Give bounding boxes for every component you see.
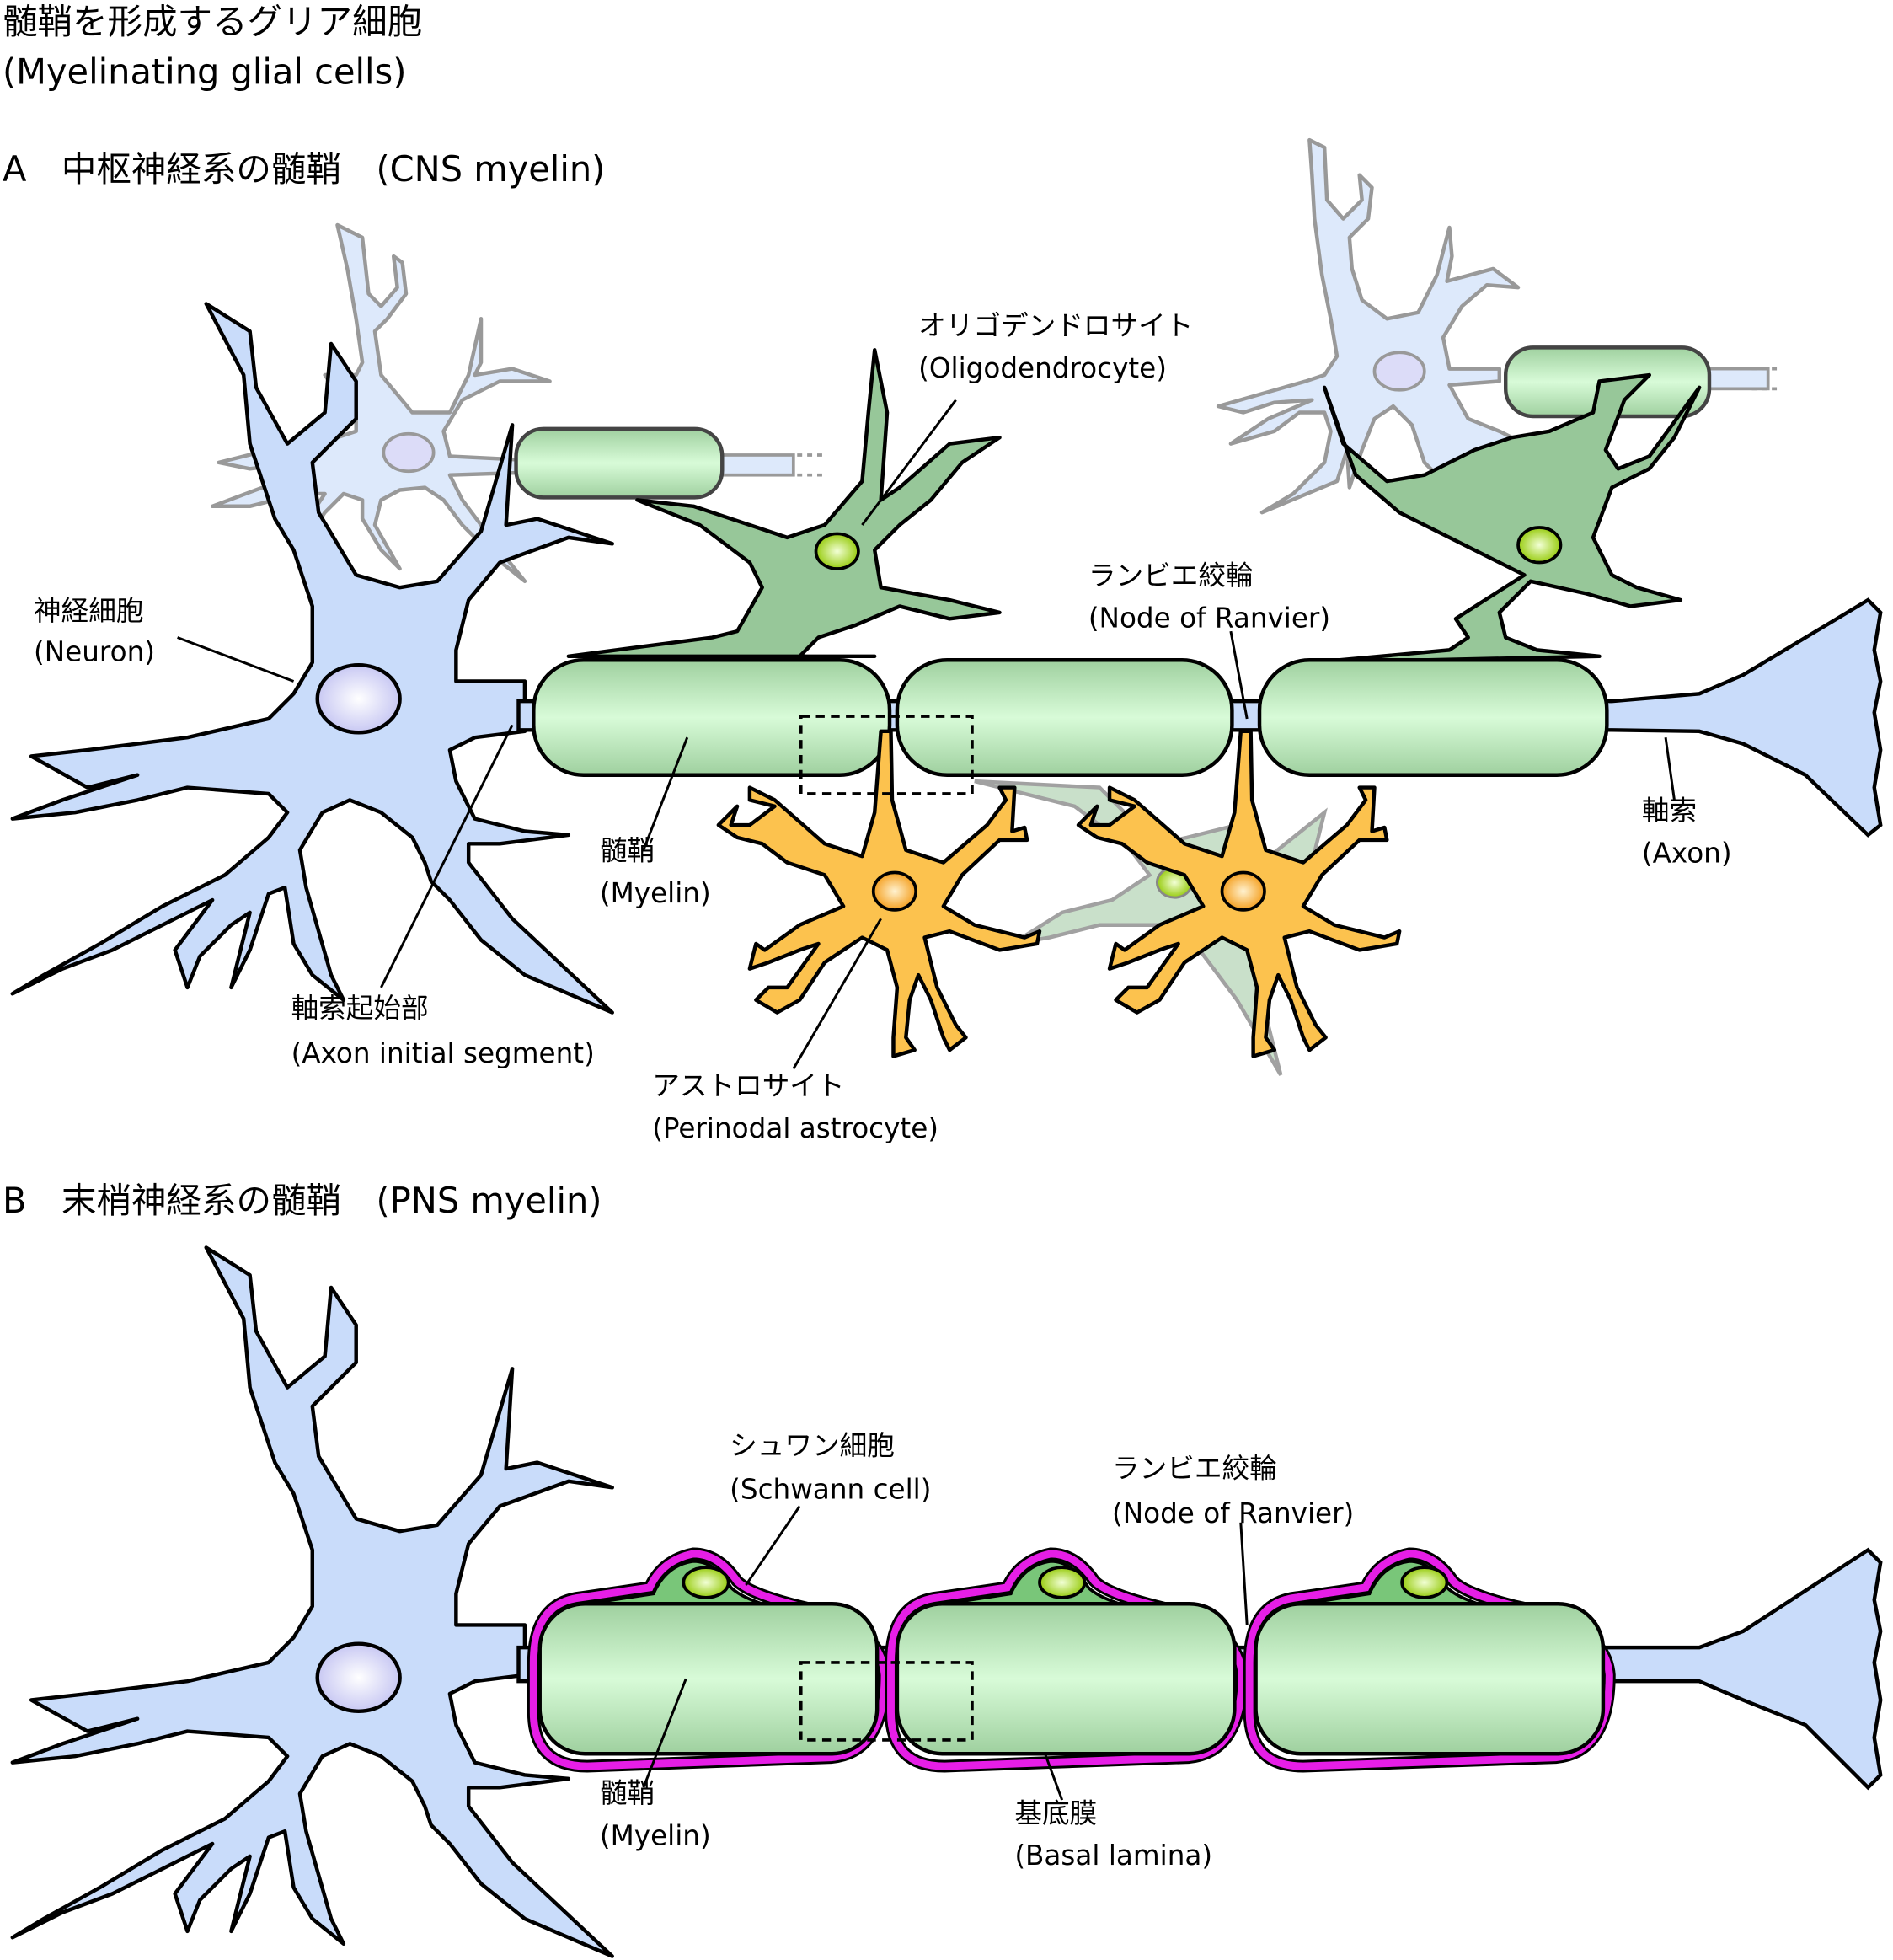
figure-title-en: (Myelinating glial cells) <box>3 51 406 92</box>
label-axon-en: (Axon) <box>1642 838 1732 870</box>
nucleus-icon <box>1220 870 1266 912</box>
myelin-segment <box>537 1602 880 1756</box>
label-ais-ja: 軸索起始部 <box>291 993 429 1025</box>
label-node-ja: ランビエ絞輪 <box>1088 560 1254 592</box>
figure-title-ja: 髄鞘を形成するグリア細胞 <box>3 1 422 42</box>
leader-line <box>861 399 957 526</box>
label-myelin-ja: 髄鞘 <box>600 835 655 867</box>
nucleus-icon <box>315 662 402 735</box>
label-oligodendrocyte-ja: オリゴデンドロサイト <box>918 310 1193 342</box>
panel-b-heading: B 末梢神経系の髄鞘 (PNS myelin) <box>3 1180 602 1221</box>
myelin-segment <box>895 658 1234 777</box>
label-astrocyte-ja: アストロサイト <box>652 1069 844 1101</box>
nucleus-icon <box>315 1641 402 1714</box>
label-node-b-en: (Node of Ranvier) <box>1112 1497 1354 1529</box>
leader-line <box>642 1678 687 1788</box>
nucleus-icon <box>682 1566 730 1599</box>
neuron-a <box>10 302 614 1015</box>
inset-box-b <box>799 1661 974 1742</box>
label-ais-en: (Axon initial segment) <box>291 1037 595 1069</box>
leader-line <box>1229 630 1249 720</box>
nucleus-icon <box>382 431 436 474</box>
neuron-b <box>10 1245 614 1958</box>
nucleus-icon <box>1372 351 1426 392</box>
nucleus-icon <box>814 532 860 570</box>
myelin-segment <box>1257 658 1609 777</box>
nucleus-icon <box>1516 526 1563 565</box>
astrocyte-right <box>1076 729 1402 1058</box>
schwann-unit <box>1243 1547 1616 1773</box>
label-node-en: (Node of Ranvier) <box>1088 602 1330 635</box>
label-myelin-b-ja: 髄鞘 <box>600 1777 655 1809</box>
nucleus-icon <box>1400 1566 1449 1599</box>
myelin-segment <box>895 1602 1237 1756</box>
label-basal-ja: 基底膜 <box>1014 1797 1097 1829</box>
label-myelin-en: (Myelin) <box>600 877 711 909</box>
label-neuron-en: (Neuron) <box>34 636 155 668</box>
ghost-myelin <box>514 426 725 500</box>
label-node-b-ja: ランビエ絞輪 <box>1112 1452 1277 1484</box>
label-astrocyte-en: (Perinodal astrocyte) <box>652 1112 938 1144</box>
nucleus-icon <box>871 870 918 912</box>
astrocyte-left <box>716 729 1042 1058</box>
label-neuron-ja: 神経細胞 <box>34 595 143 627</box>
leader-line <box>177 636 295 683</box>
leader-line <box>792 918 882 1070</box>
label-schwann-ja: シュワン細胞 <box>730 1430 895 1462</box>
schwann-unit <box>527 1547 891 1773</box>
inset-box-a <box>799 715 974 795</box>
schwann-unit <box>885 1547 1249 1773</box>
leader-line <box>1239 1522 1249 1625</box>
leader-line <box>1664 737 1676 801</box>
leader-line <box>380 724 514 988</box>
label-schwann-en: (Schwann cell) <box>730 1474 931 1506</box>
ghost-axon <box>716 453 795 477</box>
panel-b: シュワン細胞 (Schwann cell) ランビエ絞輪 (Node of Ra… <box>10 1245 1883 1958</box>
label-axon-ja: 軸索 <box>1642 795 1697 827</box>
leader-line <box>642 736 689 851</box>
panel-a: オリゴデンドロサイト (Oligodendrocyte) ランビエ絞輪 (Nod… <box>10 137 1883 1144</box>
label-myelin-b-en: (Myelin) <box>600 1820 711 1852</box>
myelin-segment <box>1254 1602 1606 1756</box>
panel-a-heading: A 中枢神経系の髄鞘 (CNS myelin) <box>3 148 605 190</box>
leader-line <box>1043 1752 1064 1801</box>
oligodendrocyte-a-right <box>1310 372 1702 665</box>
oligodendrocyte-a-left <box>566 348 1002 659</box>
leader-line <box>745 1505 801 1586</box>
label-oligodendrocyte-en: (Oligodendrocyte) <box>918 352 1167 384</box>
nucleus-icon <box>1038 1566 1087 1599</box>
label-basal-en: (Basal lamina) <box>1014 1840 1212 1872</box>
